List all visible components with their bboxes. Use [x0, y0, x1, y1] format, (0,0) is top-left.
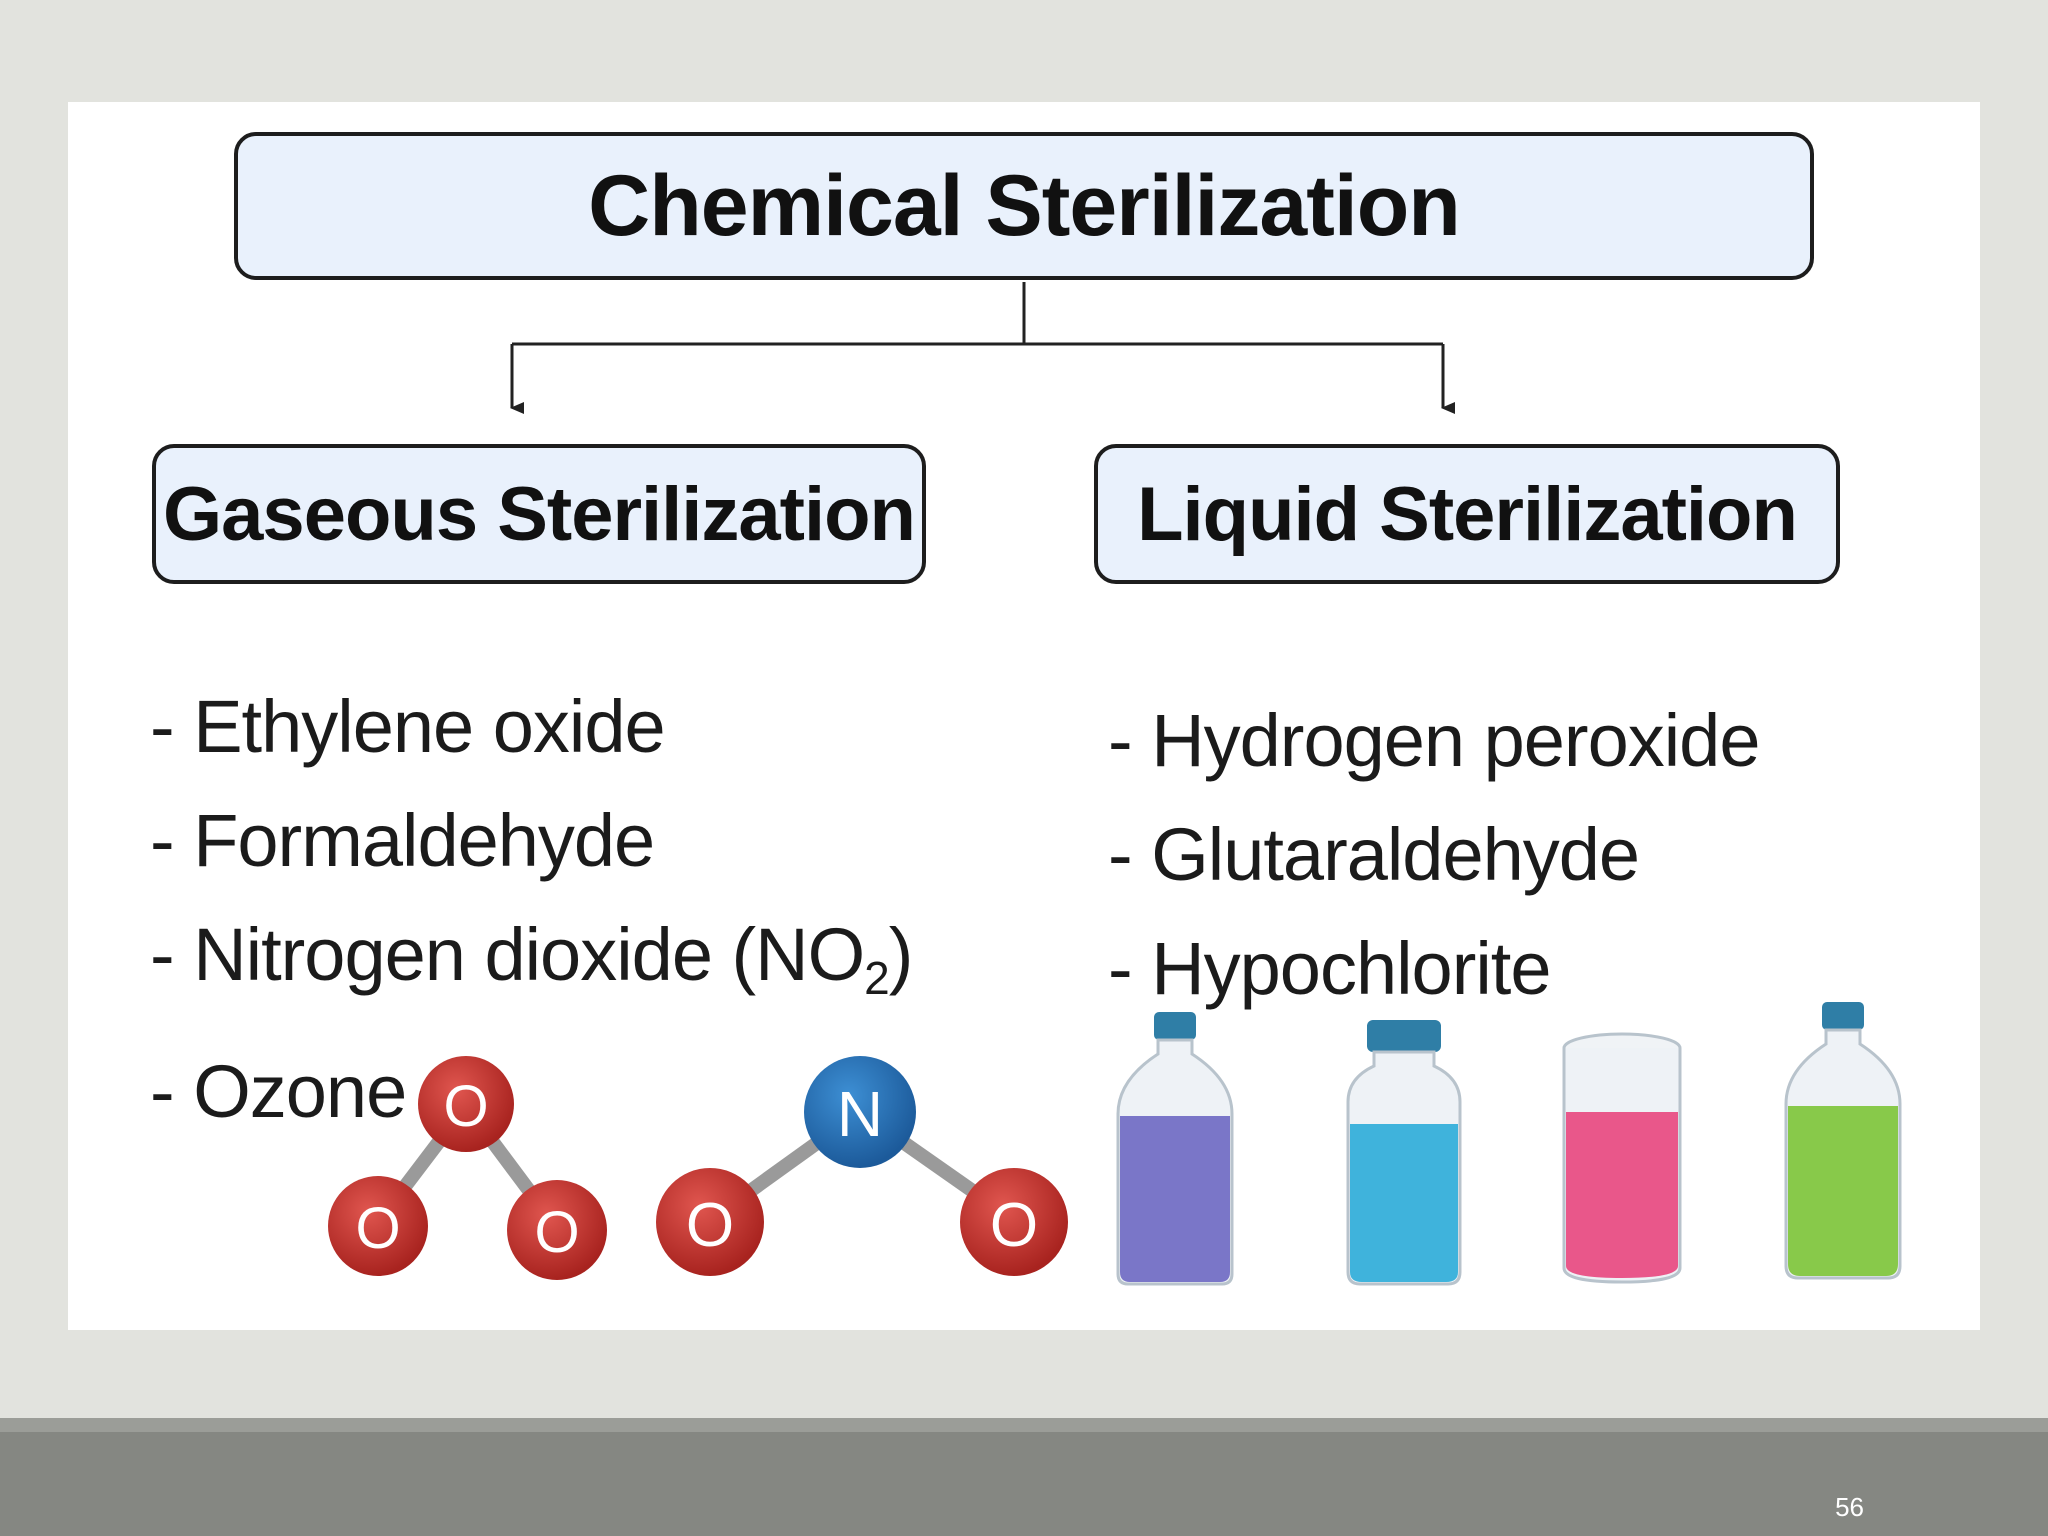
list-item: - Ozone [150, 1050, 407, 1133]
gaseous-heading: Gaseous Sterilization [163, 471, 916, 557]
list-item: - Nitrogen dioxide (NO2) [150, 913, 913, 1004]
liquid-list: - Hydrogen peroxide - Glutaraldehyde - H… [1108, 684, 1760, 1026]
oxygen-atom [418, 1056, 514, 1152]
connector-arrows [510, 282, 1455, 414]
footer-bar: 56 [0, 1418, 2048, 1536]
oxygen-atom [656, 1168, 764, 1276]
nitrogen-atom [804, 1056, 916, 1168]
slide-image: Chemical Sterilization Gaseous Steriliza… [68, 102, 1980, 1330]
bottle-green [1784, 1002, 1902, 1280]
title-box: Chemical Sterilization [234, 132, 1814, 280]
atom-label: O [686, 1191, 734, 1260]
diagram-title: Chemical Sterilization [588, 157, 1461, 254]
list-item: - Ethylene oxide [150, 685, 666, 768]
subscript: 2 [864, 952, 890, 1004]
list-item: - Hypochlorite [1108, 927, 1552, 1010]
list-item: - Formaldehyde [150, 799, 655, 882]
oxygen-atom [507, 1180, 607, 1280]
liquid-heading: Liquid Sterilization [1137, 471, 1798, 557]
beaker-pink [1562, 1032, 1682, 1284]
bottle-illustrations [1116, 1002, 1902, 1286]
molecule-illustrations: O O O N O O [328, 1056, 1068, 1280]
page-number: 56 [1835, 1492, 1864, 1522]
atom-label: O [534, 1200, 579, 1265]
list-item: - Glutaraldehyde [1108, 813, 1640, 896]
no2-molecule: N O O [656, 1056, 1068, 1276]
atom-label: O [355, 1196, 400, 1261]
list-item: - Hydrogen peroxide [1108, 699, 1760, 782]
ozone-molecule: O O O [328, 1056, 607, 1280]
atom-label: N [837, 1078, 883, 1150]
bottle-purple [1116, 1012, 1234, 1286]
oxygen-atom [328, 1176, 428, 1276]
oxygen-atom [960, 1168, 1068, 1276]
gaseous-heading-box: Gaseous Sterilization [152, 444, 926, 584]
gaseous-list: - Ethylene oxide - Formaldehyde - Nitrog… [150, 670, 913, 1149]
bottle-blue [1346, 1020, 1462, 1286]
atom-label: O [443, 1074, 488, 1139]
atom-label: O [990, 1191, 1038, 1260]
liquid-heading-box: Liquid Sterilization [1094, 444, 1840, 584]
